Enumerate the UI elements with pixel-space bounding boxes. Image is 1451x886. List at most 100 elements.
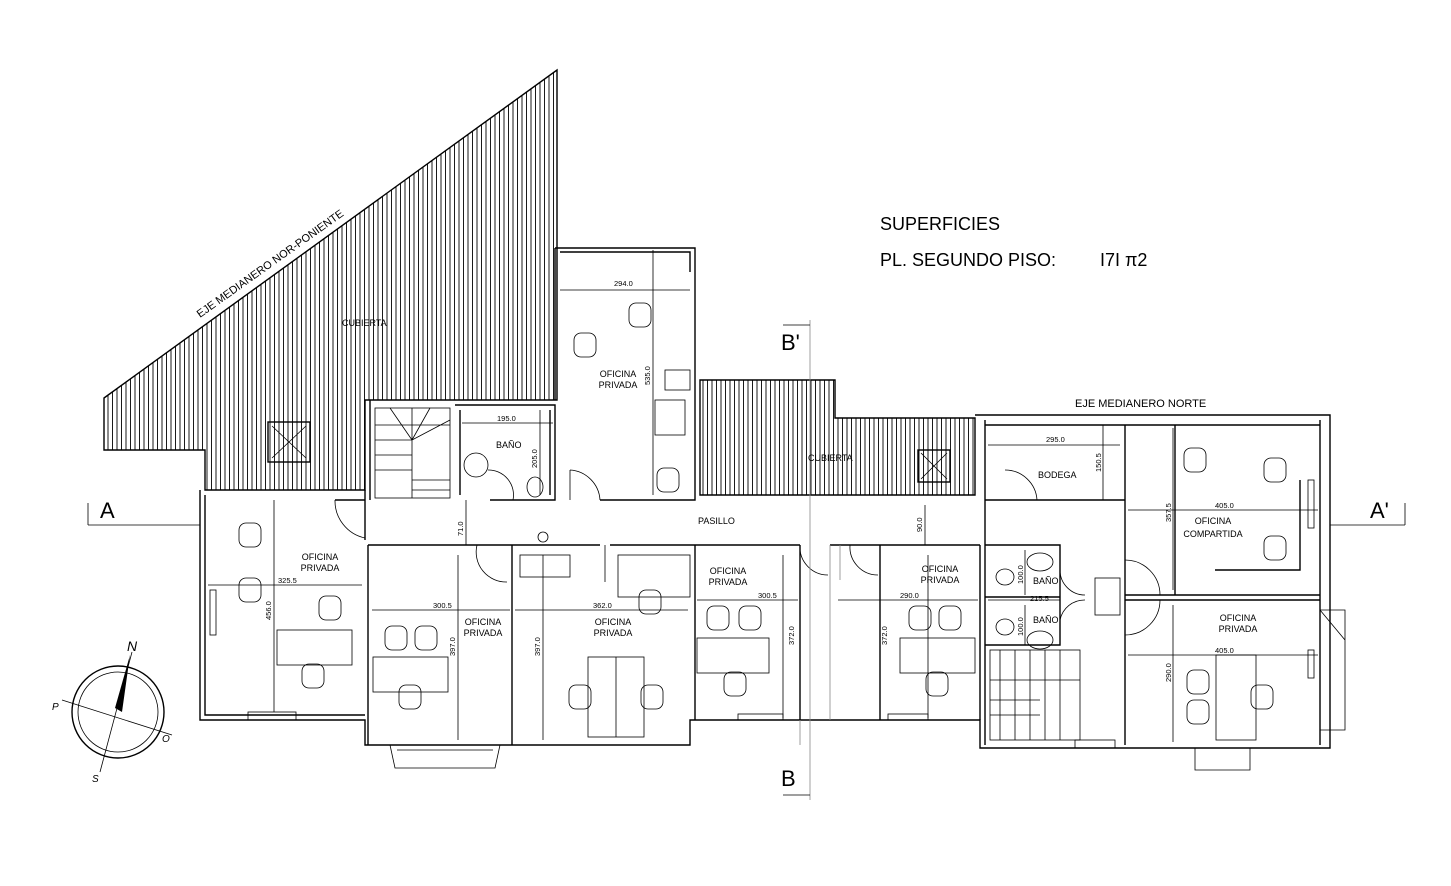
chair-icon — [1183, 447, 1207, 473]
chair-icon — [414, 625, 438, 651]
room-label-privada: PRIVADA — [921, 575, 960, 585]
room-label-bano: BAÑO — [496, 440, 522, 450]
boundary-north: EJE MEDIANERO NORTE — [1075, 398, 1206, 410]
summary-area-value: I7I π2 — [1100, 250, 1147, 270]
chair-icon — [706, 605, 730, 631]
compass-o: O — [162, 734, 170, 745]
roof-hatching — [107, 72, 974, 495]
room-label-bano: BAÑO — [1033, 576, 1059, 586]
chair-icon — [925, 671, 949, 697]
room-label-privada: PRIVADA — [301, 563, 340, 573]
chair-icon — [398, 684, 422, 710]
chair-icon — [908, 605, 932, 631]
dimension-label: 300.5 — [758, 591, 777, 600]
dimension-label: 290.0 — [1164, 663, 1173, 682]
section-b-label: B — [781, 766, 796, 791]
office-labels: OFICINAPRIVADAOFICINAPRIVADAOFICINAPRIVA… — [301, 369, 1258, 638]
section-lines — [87, 320, 1406, 800]
dimension-label: 357.5 — [1164, 503, 1173, 522]
dimension-label: 405.0 — [1215, 646, 1234, 655]
windows — [209, 479, 1346, 771]
room-label-privada: PRIVADA — [464, 628, 503, 638]
chair-icon — [640, 684, 664, 710]
chair-icon — [628, 302, 652, 328]
chair-icon — [938, 605, 962, 631]
section-b-prime-label: B' — [781, 330, 800, 355]
chair-icon — [1263, 457, 1287, 483]
chair-icon — [1250, 684, 1274, 710]
dimension-label: 405.0 — [1215, 501, 1234, 510]
chair-icon — [738, 605, 762, 631]
section-a-label: A — [100, 498, 115, 523]
chair-icon — [1186, 699, 1210, 725]
room-label-privada: PRIVADA — [709, 577, 748, 587]
room-label-bano: BAÑO — [1033, 615, 1059, 625]
chair-icon — [638, 589, 662, 615]
compass-s: S — [92, 774, 99, 785]
room-label-oficina: OFICINA — [600, 369, 637, 379]
room-label-privada: PRIVADA — [599, 380, 638, 390]
dimension-label: 290.0 — [900, 591, 919, 600]
room-label-oficina: OFICINA — [710, 566, 747, 576]
dimension-label: 90.0 — [915, 517, 924, 532]
chair-icon — [656, 467, 680, 493]
room-label-oficina: OFICINA — [595, 617, 632, 627]
chair-icon — [1186, 669, 1210, 695]
compass-icon — [61, 651, 173, 773]
chair-icon — [301, 663, 325, 689]
room-label-oficina: OFICINA — [302, 552, 339, 562]
dimension-label: 372.0 — [880, 626, 889, 645]
section-a-prime-label: A' — [1370, 498, 1389, 523]
room-label-cubierta: CUBIERTA — [342, 318, 387, 328]
roof-northwest-outline — [103, 68, 558, 491]
dimension-label: 205.0 — [530, 449, 539, 468]
room-label-compartida: COMPARTIDA — [1183, 529, 1242, 539]
doors — [334, 469, 1161, 636]
room-label-oficina: OFICINA — [1195, 516, 1232, 526]
chair-icon — [723, 671, 747, 697]
dimension-lines — [208, 250, 1318, 742]
room-label-oficina: OFICINA — [1220, 613, 1257, 623]
dimension-label: 362.0 — [593, 601, 612, 610]
chair-icon — [573, 332, 597, 358]
chair-icon — [384, 625, 408, 651]
walls — [199, 247, 1331, 749]
chair-icon — [568, 684, 592, 710]
dimension-label: 150.5 — [1094, 453, 1103, 472]
dimension-label: 71.0 — [456, 521, 465, 536]
room-label-oficina: OFICINA — [922, 564, 959, 574]
dimension-label: 456.0 — [264, 601, 273, 620]
summary-floor-label: PL. SEGUNDO PISO: — [880, 250, 1056, 270]
skylight-cross — [271, 425, 307, 459]
chair-icon — [1263, 535, 1287, 561]
room-label-bodega: BODEGA — [1038, 470, 1077, 480]
compass-p: P — [52, 702, 59, 713]
compass-n: N — [127, 638, 138, 654]
summary-title: SUPERFICIES — [880, 214, 1000, 234]
skylight-cross — [920, 452, 948, 480]
dimension-label: 294.0 — [614, 279, 633, 288]
room-label-pasillo: PASILLO — [698, 516, 735, 526]
chair-icon — [238, 577, 262, 603]
room-label-privada: PRIVADA — [1219, 624, 1258, 634]
skylight — [917, 449, 951, 483]
furniture — [276, 369, 1257, 741]
dimension-label: 215.5 — [1030, 594, 1049, 603]
stairs-east — [989, 649, 1081, 741]
room-label-oficina: OFICINA — [465, 617, 502, 627]
dimension-label: 397.0 — [533, 637, 542, 656]
dimension-label: 100.0 — [1016, 565, 1025, 584]
chair-icon — [238, 522, 262, 548]
roof-center-outline — [699, 379, 976, 496]
dimension-label: 100.0 — [1016, 617, 1025, 636]
skylight — [267, 421, 311, 463]
stairs-west — [374, 407, 451, 499]
dimension-label: 325.5 — [278, 576, 297, 585]
dimension-label: 195.0 — [497, 414, 516, 423]
room-label-privada: PRIVADA — [594, 628, 633, 638]
dimension-label: 295.0 — [1046, 435, 1065, 444]
dimension-label: 535.0 — [643, 366, 652, 385]
chair-icon — [318, 595, 342, 621]
dimension-label: 397.0 — [448, 637, 457, 656]
